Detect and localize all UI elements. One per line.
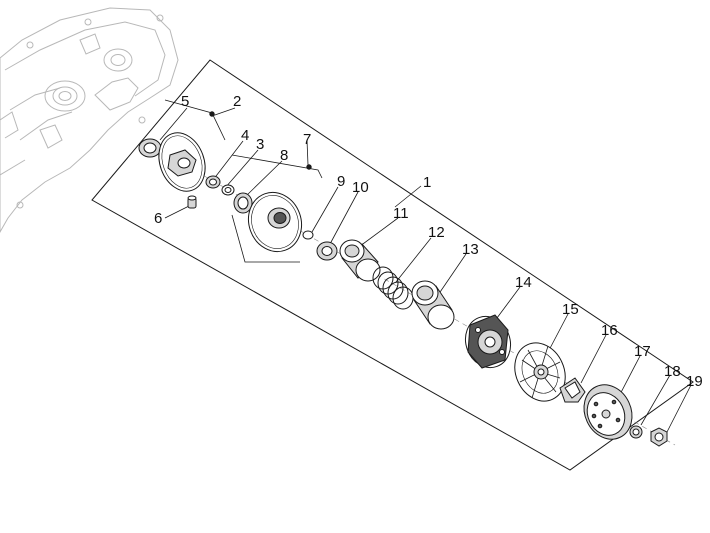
crankcase-outline	[0, 7, 179, 234]
part-18-washer	[629, 425, 643, 439]
callout-1: 1	[423, 174, 431, 191]
assembly-frame	[91, 59, 694, 471]
callout-3: 3	[256, 136, 264, 153]
callout-9: 9	[337, 173, 345, 190]
part-3-washer	[221, 184, 235, 196]
part-5-oil-seal	[138, 138, 162, 158]
callout-8: 8	[280, 147, 288, 164]
callout-15: 15	[562, 301, 579, 318]
part-19-nut	[650, 427, 668, 447]
callout-16: 16	[601, 322, 618, 339]
part-11-sleeve	[339, 239, 381, 282]
part-17-clutch-bell	[583, 384, 633, 440]
part-13-collar	[411, 280, 455, 330]
bracket-7-lower	[231, 214, 300, 263]
callout-19: 19	[686, 373, 703, 390]
callout-2: 2	[233, 93, 241, 110]
callout-14: 14	[515, 274, 532, 291]
part-7-movable-half-pulley	[248, 164, 312, 253]
part-6-pin	[187, 195, 197, 209]
part-15-cooling-fan	[514, 342, 566, 402]
callout-18: 18	[664, 363, 681, 380]
part-2-fixed-half-pulley	[158, 111, 215, 192]
bracket-7	[231, 154, 323, 179]
part-9-ring	[302, 230, 314, 240]
callout-12: 12	[428, 224, 445, 241]
callout-6: 6	[154, 210, 162, 227]
callout-5: 5	[181, 93, 189, 110]
callout-13: 13	[462, 241, 479, 258]
part-14-clutch-assembly	[464, 314, 512, 369]
part-10-bearing	[316, 241, 338, 261]
callout-11: 11	[393, 205, 409, 222]
part-12-spring	[372, 266, 414, 310]
callout-10: 10	[352, 179, 369, 196]
part-16-slide	[559, 377, 586, 403]
part-4-bushing	[205, 175, 221, 189]
callout-17: 17	[634, 343, 651, 360]
callout-labels: 1 2 3 4 5 6 7 8 9 10 11 12 13 14 15 16 1…	[154, 93, 703, 390]
callout-4: 4	[241, 127, 249, 144]
part-8-spacer	[233, 192, 253, 214]
callout-7: 7	[303, 131, 311, 148]
